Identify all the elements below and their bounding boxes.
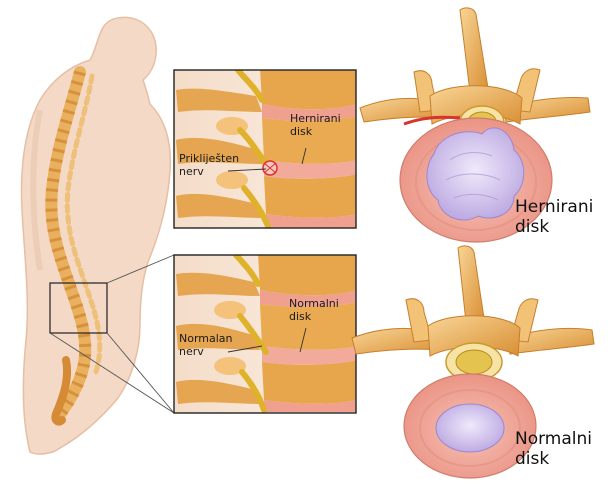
connector-lines [49,254,175,414]
inset-normal [173,254,357,414]
body-silhouette [20,16,172,455]
label-herniated-disk-inset: Hernirani disk [290,112,341,138]
cross-section-herniated [359,7,591,243]
label-normal-disk-cross: Normalni disk [515,429,593,469]
inset-herniated [173,69,357,229]
inset-bottom-frame [173,254,357,414]
cross-section-normal [351,245,595,479]
inset-top-frame [173,69,357,229]
body-spine [45,66,103,426]
label-normal-nerve: Normalan nerv [179,332,233,358]
label-pinched-nerve: Prikliješten nerv [179,152,240,178]
label-normal-disk-inset: Normalni disk [289,297,339,323]
label-herniated-disk-cross: Hernirani disk [515,197,594,237]
lumbar-region-box [49,282,108,334]
